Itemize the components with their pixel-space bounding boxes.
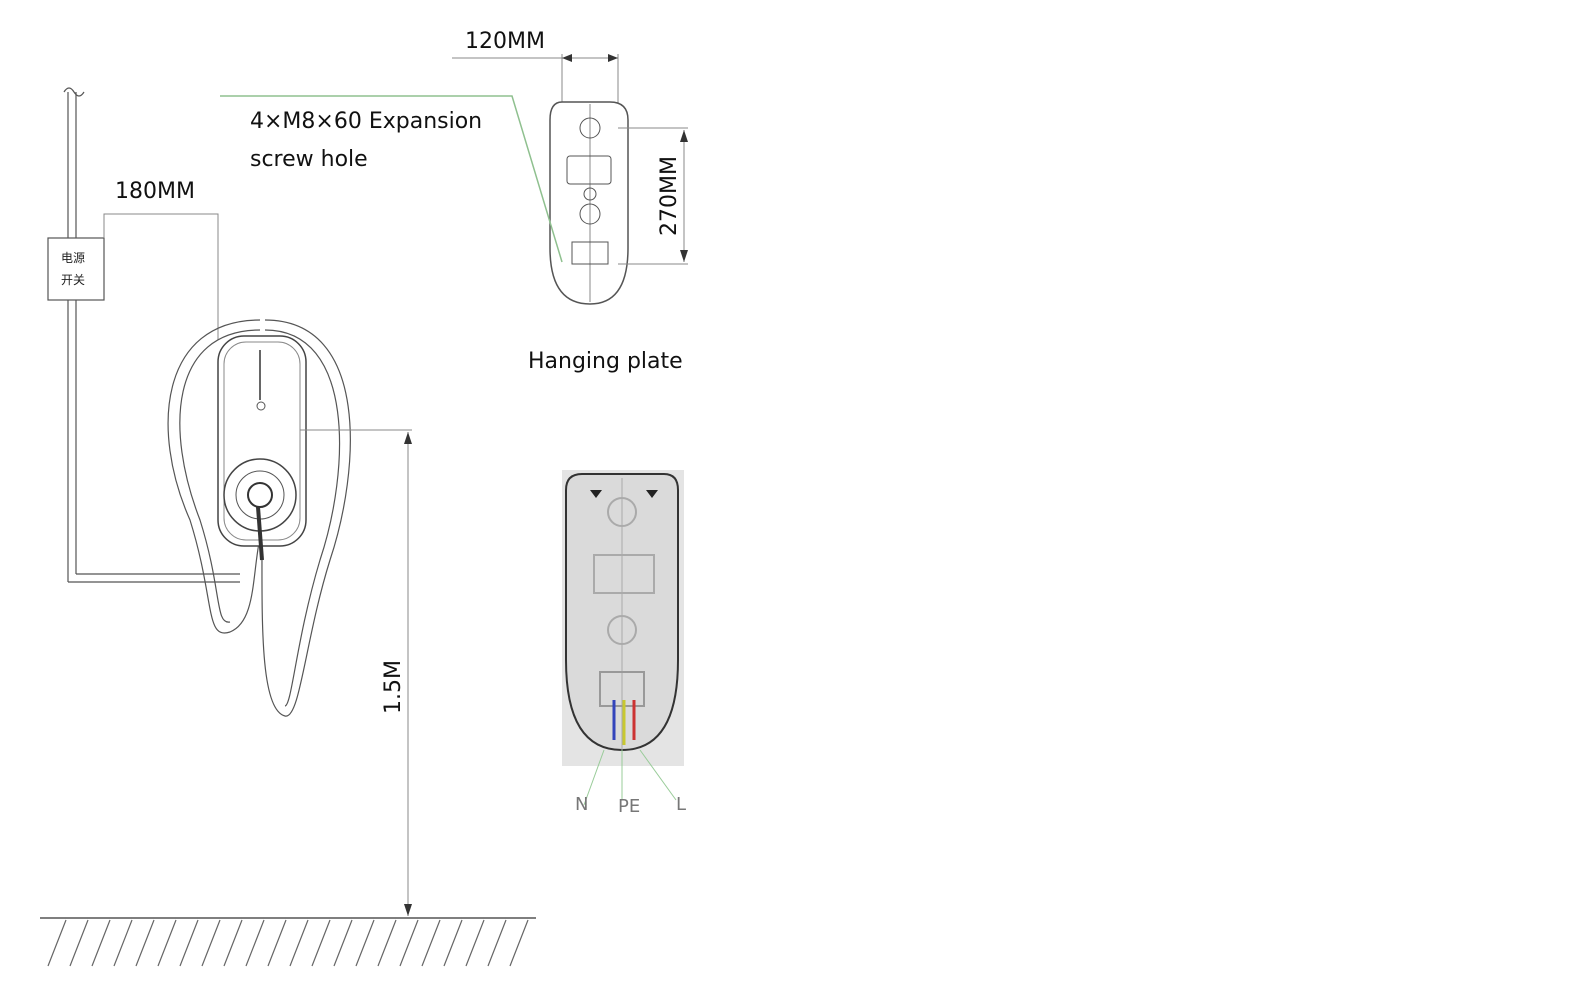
- ground-hatch-line: [91, 919, 111, 967]
- switch-label-1: 电源: [61, 251, 85, 265]
- wire-n-label: N: [575, 794, 588, 815]
- screw-leader: [220, 95, 563, 263]
- width-label: 120MM: [465, 29, 545, 54]
- ground-hatch-line: [421, 919, 441, 967]
- ground-hatch-line: [201, 919, 221, 967]
- ground-hatch-line: [465, 919, 485, 967]
- height-dimension: 1.5M: [300, 429, 412, 916]
- ground-hatch-line: [47, 919, 67, 967]
- hanging-plate: 120MM 270MM 4×M8×60 Expansion screw hole…: [220, 29, 688, 374]
- ground-hatch-line: [399, 919, 419, 967]
- ground-hatch-line: [157, 919, 177, 967]
- plate-height-label: 270MM: [657, 156, 682, 236]
- ground-hatch-line: [443, 919, 463, 967]
- screw-label: 4×M8×60 Expansion: [250, 109, 482, 134]
- power-switch-box: 电源 开关: [47, 237, 105, 301]
- wire-pe-label: PE: [618, 796, 640, 817]
- ground-hatch-line: [377, 919, 397, 967]
- back-plate-wiring: N PE L: [562, 470, 686, 817]
- side-dimension-label: 180MM: [115, 179, 195, 204]
- hanging-plate-label: Hanging plate: [528, 349, 683, 374]
- side-dimension: 180MM: [103, 179, 219, 340]
- screw-label-2: screw hole: [250, 147, 368, 172]
- power-conduit: [63, 87, 240, 583]
- ground-hatch-line: [267, 919, 287, 967]
- ground-hatch-line: [333, 919, 353, 967]
- ground-hatch-line: [311, 919, 331, 967]
- ground-hatch-line: [487, 919, 507, 967]
- ground-hatch-line: [113, 919, 133, 967]
- ground-hatch-line: [135, 919, 155, 967]
- ground-hatch-line: [245, 919, 265, 967]
- ground: [40, 917, 536, 967]
- wire-l-label: L: [676, 794, 686, 815]
- ground-hatch-line: [179, 919, 199, 967]
- switch-label-2: 开关: [61, 273, 85, 287]
- ground-hatch-line: [223, 919, 243, 967]
- ground-hatch-line: [509, 919, 529, 967]
- height-label: 1.5M: [381, 660, 406, 714]
- ground-hatch-line: [69, 919, 89, 967]
- wall-charger: [167, 319, 351, 717]
- ground-hatch-line: [355, 919, 375, 967]
- ground-hatch-line: [289, 919, 309, 967]
